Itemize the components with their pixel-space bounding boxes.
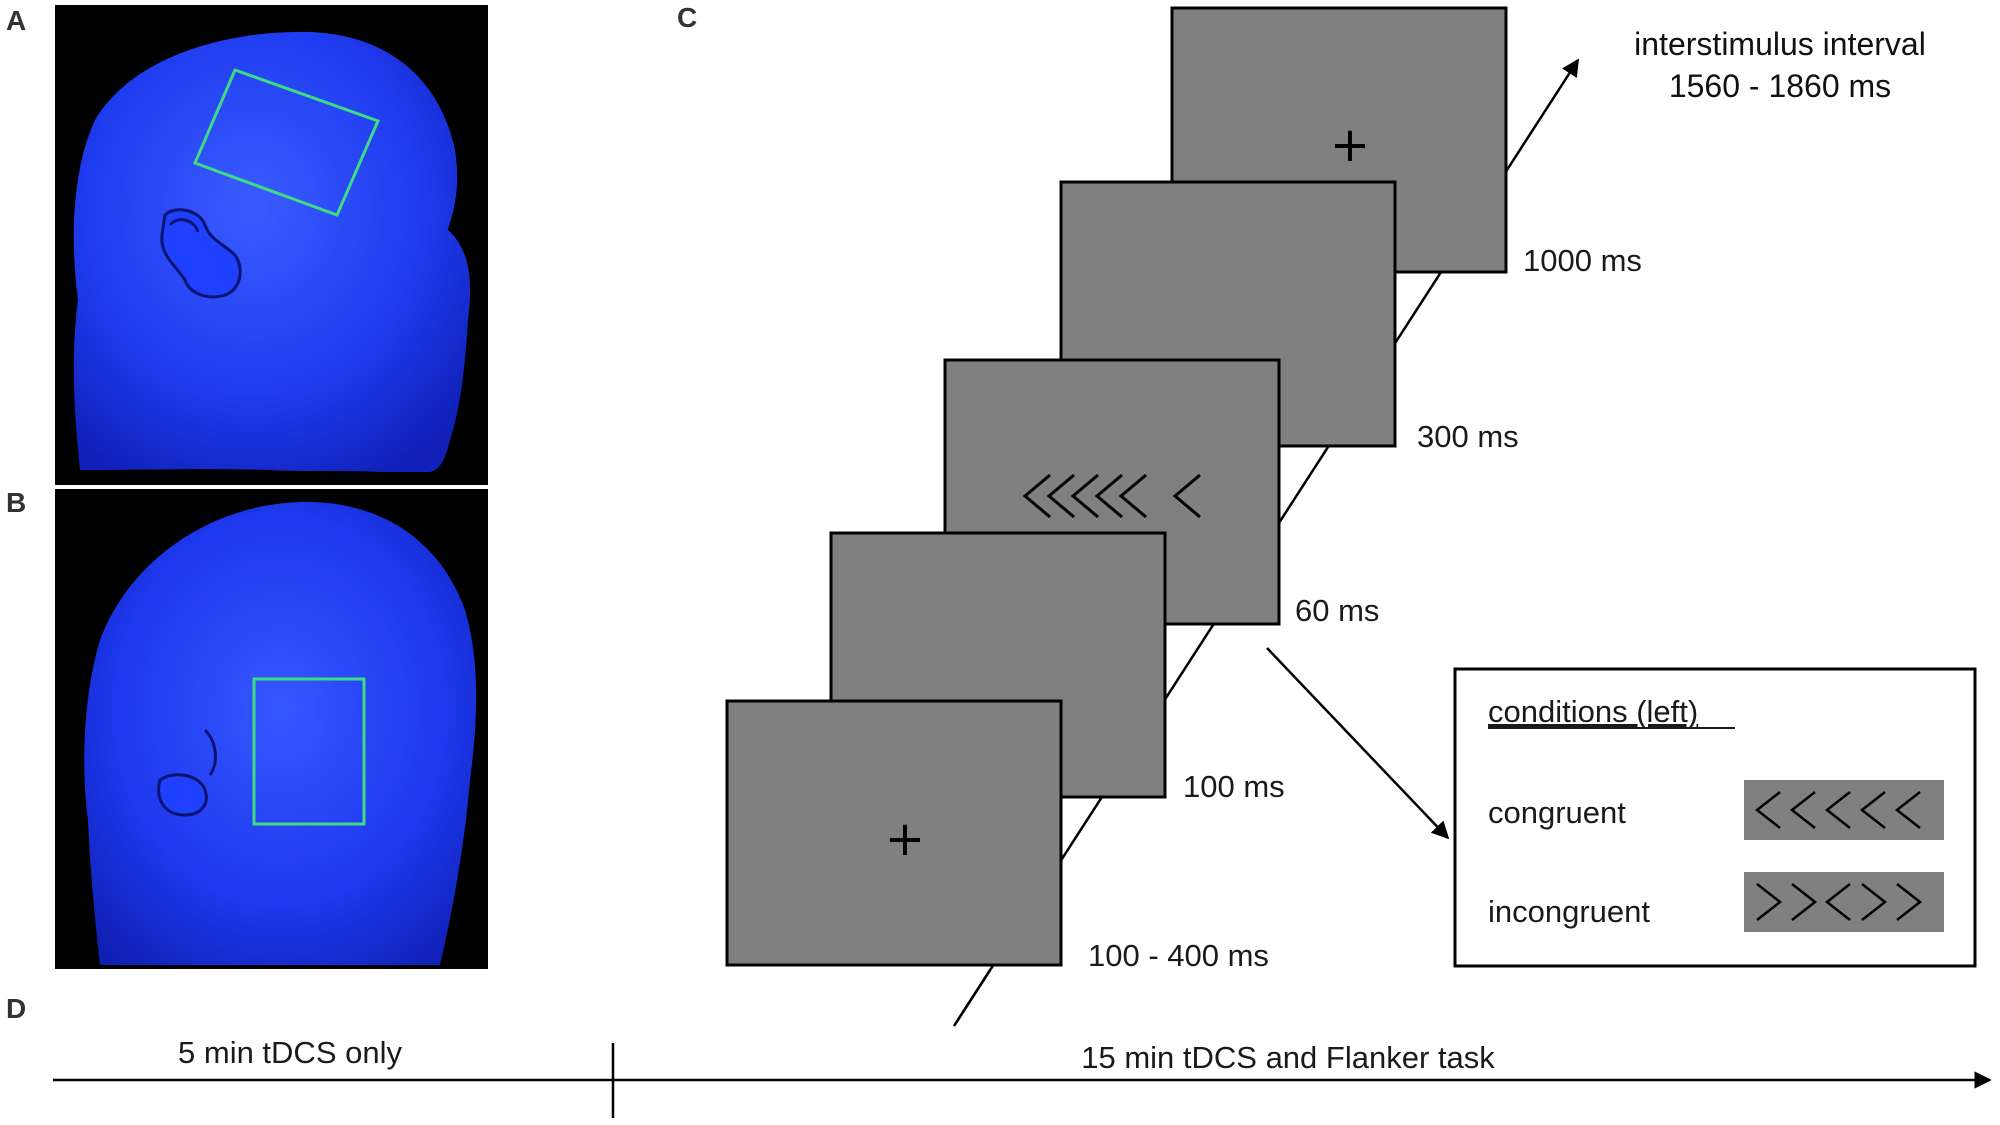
panel-letter-a: A <box>6 5 26 36</box>
incongruent-label: incongruent <box>1488 894 1650 929</box>
phase-label-tdcs-only: 5 min tDCS only <box>178 1035 402 1070</box>
congruent-label: congruent <box>1488 795 1626 830</box>
timing-60ms: 60 ms <box>1295 593 1379 628</box>
timing-300ms: 300 ms <box>1417 419 1519 454</box>
incongruent-stimulus-swatch <box>1744 872 1944 932</box>
head-image-a <box>55 5 488 485</box>
incongruent-stimulus-text: >><>> <box>0 0 3 1</box>
conditions-title: conditions (left) <box>1488 694 1698 729</box>
timing-1000ms: 1000 ms <box>1523 243 1642 278</box>
flanker-stimulus-text: <<<<< <box>0 0 3 1</box>
screen-fixation-initial <box>725 699 1063 967</box>
electrode-outline-b <box>252 677 366 826</box>
flanker-stimulus-arrows <box>1022 473 1201 519</box>
timing-100ms: 100 ms <box>1183 769 1285 804</box>
congruent-stimulus-swatch <box>1744 780 1944 840</box>
trial-time-line-tail <box>952 969 992 1027</box>
congruent-stimulus-text: <<<<< <box>0 0 3 1</box>
panel-letter-d: D <box>6 993 26 1024</box>
incongruent-stimulus-arrows <box>1756 883 1923 921</box>
electrode-outline-a <box>192 68 381 217</box>
panel-letter-b: B <box>6 487 26 518</box>
fixation-cross-final: + <box>1330 117 1370 173</box>
fixation-cross-initial: + <box>885 811 925 867</box>
phase-label-tdcs-flanker: 15 min tDCS and Flanker task <box>1081 1040 1495 1075</box>
isi-label-line2: 1560 - 1860 ms <box>1669 68 1891 104</box>
conditions-arrow <box>1266 647 1450 840</box>
panel-letter-c: C <box>677 2 697 33</box>
timing-100-400ms: 100 - 400 ms <box>1088 938 1269 973</box>
isi-label-line1: interstimulus interval <box>1634 26 1926 62</box>
head-image-b <box>55 489 488 969</box>
congruent-stimulus-arrows <box>1754 791 1921 829</box>
